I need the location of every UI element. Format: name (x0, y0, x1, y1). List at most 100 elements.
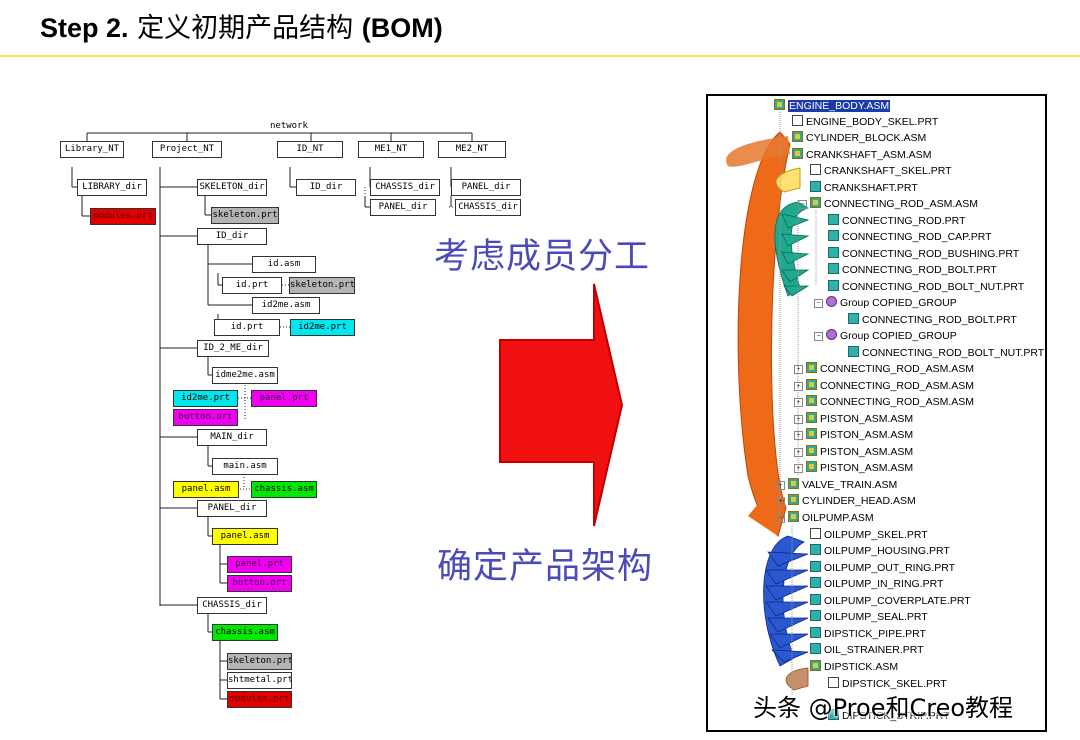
part-icon (828, 280, 839, 291)
node-shtmetal-prt: shtmetal.prt (227, 672, 292, 689)
tree-item[interactable]: OILPUMP_HOUSING.PRT (810, 543, 950, 559)
assembly-icon (806, 395, 817, 406)
node-main-dir: MAIN_dir (197, 429, 267, 446)
tree-item[interactable]: − Group COPIED_GROUP (814, 328, 957, 344)
node-chassis-dir-me2: CHASSIS_dir (455, 199, 521, 216)
skeleton-icon (792, 115, 803, 126)
node-skeleton-prt-id: skeleton.prt (289, 277, 355, 294)
assembly-icon (806, 412, 817, 423)
node-skeleton-dir: SKELETON_dir (197, 179, 267, 196)
tree-item[interactable]: + VALVE_TRAIN.ASM (776, 477, 897, 493)
part-icon (810, 561, 821, 572)
expand-icon[interactable]: + (794, 431, 803, 440)
node-panel-dir: PANEL_dir (197, 500, 267, 517)
node-me2-nt: ME2_NT (438, 141, 506, 158)
tree-item[interactable]: OILPUMP_OUT_RING.PRT (810, 560, 955, 576)
tree-item[interactable]: OILPUMP_IN_RING.PRT (810, 576, 943, 592)
tree-item[interactable]: +PISTON_ASM.ASM (794, 427, 913, 443)
collapse-icon[interactable]: − (798, 200, 807, 209)
tree-item[interactable]: CONNECTING_ROD_CAP.PRT (828, 229, 992, 245)
tree-item-label: CONNECTING_ROD_BOLT_NUT.PRT (842, 281, 1025, 293)
tree-item-label: Group COPIED_GROUP (840, 330, 957, 342)
tree-item[interactable]: CONNECTING_ROD_BUSHING.PRT (828, 246, 1019, 262)
tree-item[interactable]: + PISTON_ASM.ASM (794, 460, 913, 476)
node-id2me-prt: id2me.prt (290, 319, 355, 336)
tree-item-label: OILPUMP.ASM (802, 512, 874, 524)
node-modules-prt-b: modules.prt (227, 691, 292, 708)
tree-item-engine-body-asm[interactable]: ENGINE_BODY.ASM (774, 98, 891, 114)
node-panel-asm-a: panel.asm (173, 481, 239, 498)
expand-icon[interactable]: + (776, 497, 785, 506)
tree-item-label: VALVE_TRAIN.ASM (802, 479, 898, 491)
tree-item-label: DIPSTICK.ASM (824, 661, 899, 673)
tree-item[interactable]: +CONNECTING_ROD_ASM.ASM (794, 361, 974, 377)
network-root-label: network (270, 121, 308, 131)
tree-item[interactable]: DIPSTICK_SKEL.PRT (828, 676, 947, 692)
tree-item[interactable]: CONNECTING_ROD_BOLT.PRT (828, 262, 997, 278)
part-icon (828, 263, 839, 274)
assembly-icon (788, 494, 799, 505)
skeleton-icon (810, 528, 821, 539)
node-library-dir: LIBRARY_dir (77, 179, 147, 196)
tree-item[interactable]: +CONNECTING_ROD_ASM.ASM (794, 378, 974, 394)
tree-item[interactable]: DIPSTICK_PIPE.PRT (810, 626, 926, 642)
collapse-icon[interactable]: − (776, 514, 785, 523)
tree-item[interactable]: − OILPUMP.ASM (776, 510, 874, 526)
tree-item[interactable]: CRANKSHAFT_ASM.ASM (792, 147, 931, 163)
tree-item[interactable]: OILPUMP_COVERPLATE.PRT (810, 593, 971, 609)
tree-item-label: CONNECTING_ROD_BUSHING.PRT (842, 248, 1020, 260)
label-division-of-labor: 考虑成员分工 (434, 237, 651, 277)
expand-icon[interactable]: + (794, 382, 803, 391)
collapse-icon[interactable]: − (814, 332, 823, 341)
tree-item[interactable]: ENGINE_BODY_SKEL.PRT (792, 114, 938, 130)
node-skeleton-prt-b: skeleton.prt (227, 653, 292, 670)
node-chassis-asm-a: chassis.asm (251, 481, 317, 498)
tree-item[interactable]: −Group COPIED_GROUP (814, 295, 957, 311)
node-id-asm: id.asm (252, 256, 316, 273)
tree-item-label: PISTON_ASM.ASM (820, 462, 914, 474)
tree-item-label: CRANKSHAFT_ASM.ASM (806, 149, 932, 161)
tree-item[interactable]: CRANKSHAFT.PRT (810, 180, 918, 196)
part-icon (828, 230, 839, 241)
tree-item[interactable]: CONNECTING_ROD_BOLT_NUT.PRT (828, 279, 1024, 295)
node-panel-dir-me2: PANEL_dir (451, 179, 521, 196)
expand-icon[interactable]: + (794, 415, 803, 424)
tree-item[interactable]: OILPUMP_SKEL.PRT (810, 527, 928, 543)
tree-item[interactable]: −CONNECTING_ROD_ASM.ASM (798, 196, 978, 212)
tree-item[interactable]: CONNECTING_ROD.PRT (828, 213, 965, 229)
title-text: 定义初期产品结构 (137, 13, 354, 44)
title-bom: (BOM) (361, 13, 443, 43)
tree-item-label: CONNECTING_ROD_BOLT_NUT.PRT (862, 347, 1045, 359)
tree-item[interactable]: +PISTON_ASM.ASM (794, 411, 913, 427)
part-icon (810, 643, 821, 654)
tree-item[interactable]: +CONNECTING_ROD_ASM.ASM (794, 394, 974, 410)
tree-item[interactable]: OIL_STRAINER.PRT (810, 642, 924, 658)
tree-item[interactable]: OILPUMP_SEAL.PRT (810, 609, 928, 625)
group-icon (826, 329, 837, 340)
part-icon (828, 247, 839, 258)
tree-item-label: DIPSTICK_SKEL.PRT (842, 678, 947, 690)
node-panel-prt-a: panel.prt (251, 390, 317, 407)
tree-item-label: CYLINDER_BLOCK.ASM (806, 132, 927, 144)
expand-icon[interactable]: + (794, 448, 803, 457)
expand-icon[interactable]: + (794, 365, 803, 374)
collapse-icon[interactable]: − (814, 299, 823, 308)
tree-item-label: CRANKSHAFT_SKEL.PRT (824, 165, 952, 177)
part-icon (810, 577, 821, 588)
tree-item[interactable]: DIPSTICK.ASM (810, 659, 898, 675)
expand-icon[interactable]: + (794, 398, 803, 407)
expand-icon[interactable]: + (776, 481, 785, 490)
tree-item[interactable]: CONNECTING_ROD_BOLT.PRT (848, 312, 1017, 328)
tree-item[interactable]: DIPSTICK_STRIP.PRT (828, 708, 950, 724)
tree-item[interactable]: CONNECTING_ROD_BOLT_NUT.PRT (848, 345, 1044, 361)
expand-icon[interactable]: + (794, 464, 803, 473)
tree-item[interactable]: +PISTON_ASM.ASM (794, 444, 913, 460)
tree-item-label: CONNECTING_ROD_BOLT.PRT (842, 264, 997, 276)
group-icon (826, 296, 837, 307)
tree-item[interactable]: CRANKSHAFT_SKEL.PRT (810, 163, 952, 179)
tree-item-label: ENGINE_BODY_SKEL.PRT (806, 116, 939, 128)
node-panel-prt-b: panel.prt (227, 556, 292, 573)
tree-item[interactable]: CYLINDER_BLOCK.ASM (792, 130, 926, 146)
tree-item[interactable]: +CYLINDER_HEAD.ASM (776, 493, 916, 509)
